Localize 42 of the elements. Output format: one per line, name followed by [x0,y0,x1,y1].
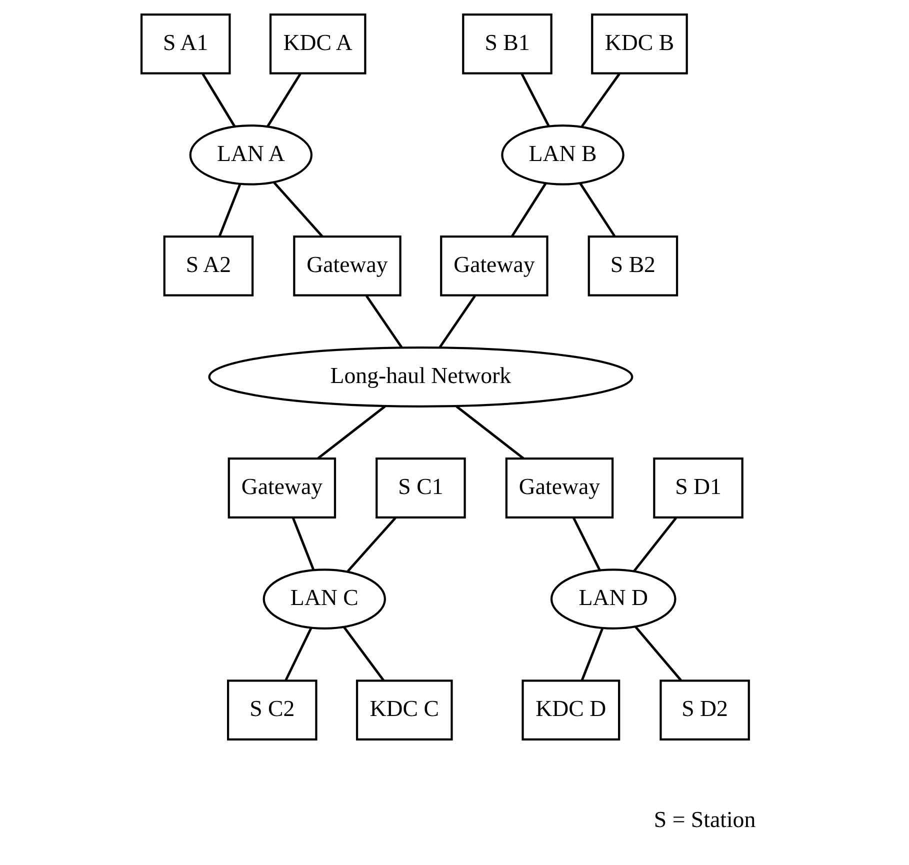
connector [316,405,386,460]
node-box: Gateway [292,236,401,296]
connector [438,295,476,348]
node-box: S A1 [140,13,230,74]
connector [284,627,312,681]
node-ellipse: LAN B [500,124,624,186]
connector [342,626,384,682]
node-ellipse: Long-haul Network [208,346,633,408]
connector [520,73,550,127]
node-box: S B2 [587,236,678,296]
node-ellipse: LAN A [188,124,312,186]
connector [365,295,402,348]
node-box: S A2 [162,236,254,296]
connector [510,182,546,238]
connector [272,182,323,238]
node-box: KDC B [590,13,688,74]
connector [572,517,600,570]
connector [580,73,620,128]
node-box: KDC C [355,680,452,740]
connector [291,518,314,570]
node-box: S C1 [375,458,466,518]
label: S = Station [653,807,756,832]
connector [578,182,616,238]
node-box: S D2 [659,680,750,740]
node-box: Gateway [504,458,614,518]
node-box: S C2 [226,680,317,740]
node-box: S D1 [652,458,743,518]
connector [346,517,396,572]
connector [266,73,301,127]
connector [632,517,676,572]
node-box: KDC D [521,680,620,740]
node-box: S B1 [462,13,552,74]
connector [455,405,524,460]
node-box: Gateway [227,458,336,518]
connector [218,184,241,237]
node-ellipse: LAN D [550,568,676,630]
node-box: KDC A [268,13,366,74]
connector [201,73,236,127]
node-box: Gateway [440,236,548,296]
connector [580,628,604,681]
node-ellipse: LAN C [262,568,386,630]
connector [634,626,682,682]
